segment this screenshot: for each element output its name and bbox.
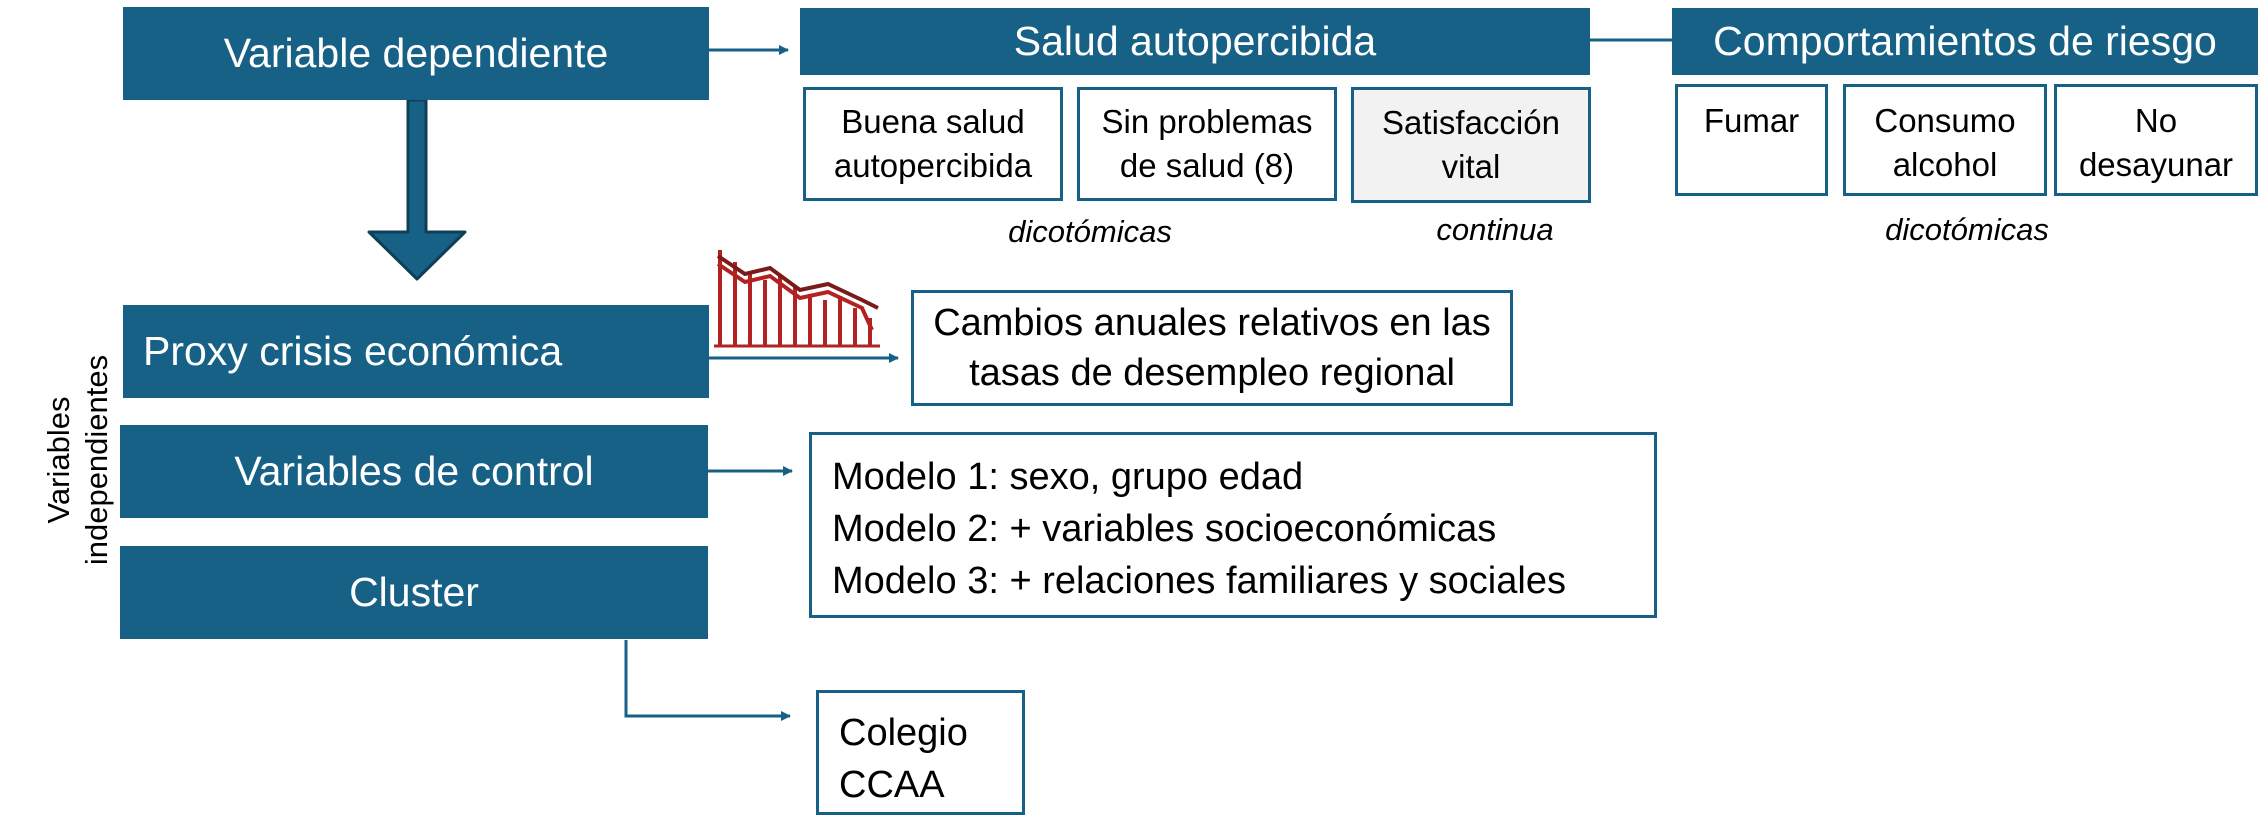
buena-salud-box: Buena salud autopercibida (803, 87, 1063, 201)
sin-problemas-box: Sin problemas de salud (8) (1077, 87, 1337, 201)
no-desayunar-line2: desayunar (2078, 146, 2234, 183)
variable-dependiente-box: Variable dependiente (123, 7, 709, 100)
caption-continua: continua (1436, 212, 1554, 247)
cluster-label: Cluster (349, 569, 479, 615)
colegio-ccaa-box: Colegio CCAA (816, 690, 1025, 815)
caption-dicotomicas-riesgo: dicotómicas (1885, 212, 2049, 247)
no-desayunar-box: No desayunar (2054, 84, 2258, 196)
sin-problemas-line1: Sin problemas (1101, 103, 1313, 140)
declining-chart-icon (714, 250, 880, 348)
fumar-label: Fumar (1703, 102, 1800, 139)
satisfaccion-line2: vital (1441, 148, 1501, 185)
buena-salud-line1: Buena salud (841, 103, 1025, 140)
desempleo-line2: tasas de desempleo regional (969, 352, 1455, 394)
cluster-box: Cluster (120, 546, 708, 639)
salud-autopercibida-header: Salud autopercibida (800, 8, 1590, 75)
modelo-1: Modelo 1: sexo, grupo edad (832, 456, 1304, 498)
side-label-line1: Variables (41, 396, 76, 524)
side-label-line2: independientes (79, 354, 114, 566)
comportamientos-riesgo-header: Comportamientos de riesgo (1672, 8, 2258, 75)
arrow-cluster-to-colegio (624, 640, 791, 721)
proxy-crisis-box: Proxy crisis económica (123, 305, 709, 398)
satisfaccion-line1: Satisfacción (1382, 104, 1560, 141)
consumo-alcohol-line2: alcohol (1892, 146, 1998, 183)
variable-dependiente-label: Variable dependiente (223, 30, 609, 76)
comportamientos-riesgo-title: Comportamientos de riesgo (1713, 18, 2217, 64)
satisfaccion-vital-box: Satisfacción vital (1351, 87, 1591, 203)
modelo-2: Modelo 2: + variables socioeconómicas (832, 508, 1497, 550)
caption-dicotomicas-salud: dicotómicas (1008, 214, 1172, 249)
no-desayunar-line1: No (2134, 102, 2178, 139)
proxy-crisis-label: Proxy crisis económica (143, 328, 563, 374)
buena-salud-line2: autopercibida (833, 147, 1033, 184)
modelo-3: Modelo 3: + relaciones familiares y soci… (832, 560, 1566, 602)
desempleo-line1: Cambios anuales relativos en las (933, 302, 1491, 344)
consumo-alcohol-box: Consumo alcohol (1843, 84, 2047, 196)
variables-control-box: Variables de control (120, 425, 708, 518)
down-arrow-icon (367, 98, 467, 281)
sin-problemas-line2: de salud (8) (1119, 147, 1295, 184)
consumo-alcohol-line1: Consumo (1874, 102, 2016, 139)
fumar-box: Fumar (1675, 84, 1828, 196)
colegio-label: Colegio (839, 712, 968, 754)
modelos-box: Modelo 1: sexo, grupo edad Modelo 2: + v… (809, 432, 1657, 618)
variables-control-label: Variables de control (234, 448, 594, 494)
ccaa-label: CCAA (839, 764, 945, 806)
salud-autopercibida-title: Salud autopercibida (1013, 18, 1377, 64)
desempleo-box: Cambios anuales relativos en las tasas d… (911, 290, 1513, 406)
